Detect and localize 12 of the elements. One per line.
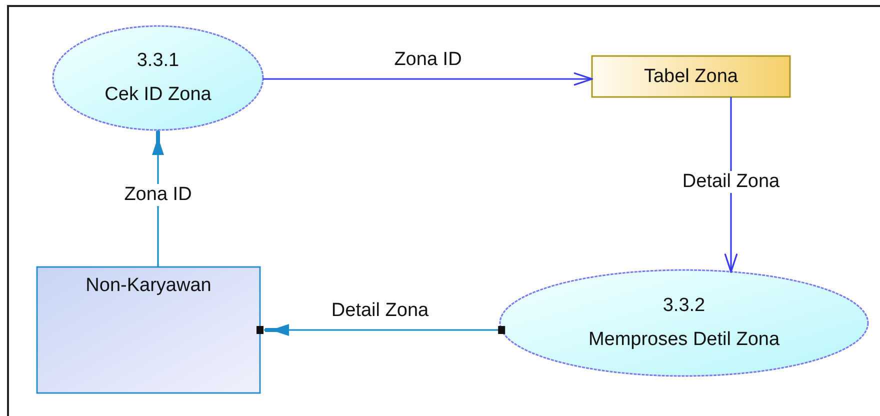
node-label: Non-Karyawan	[86, 274, 212, 298]
process-ellipse	[499, 269, 869, 377]
arrow	[724, 97, 738, 273]
node-label: Cek ID Zona	[104, 83, 212, 107]
node-label: Memproses Detil Zona	[588, 328, 780, 352]
arrow	[262, 72, 593, 86]
process-ellipse	[52, 25, 264, 131]
data-store-box	[591, 55, 791, 98]
external-entity-box	[36, 266, 261, 394]
process-number: 3.3.1	[136, 49, 180, 73]
process-number: 3.3.2	[662, 294, 706, 318]
node-label: Tabel Zona	[644, 64, 738, 88]
